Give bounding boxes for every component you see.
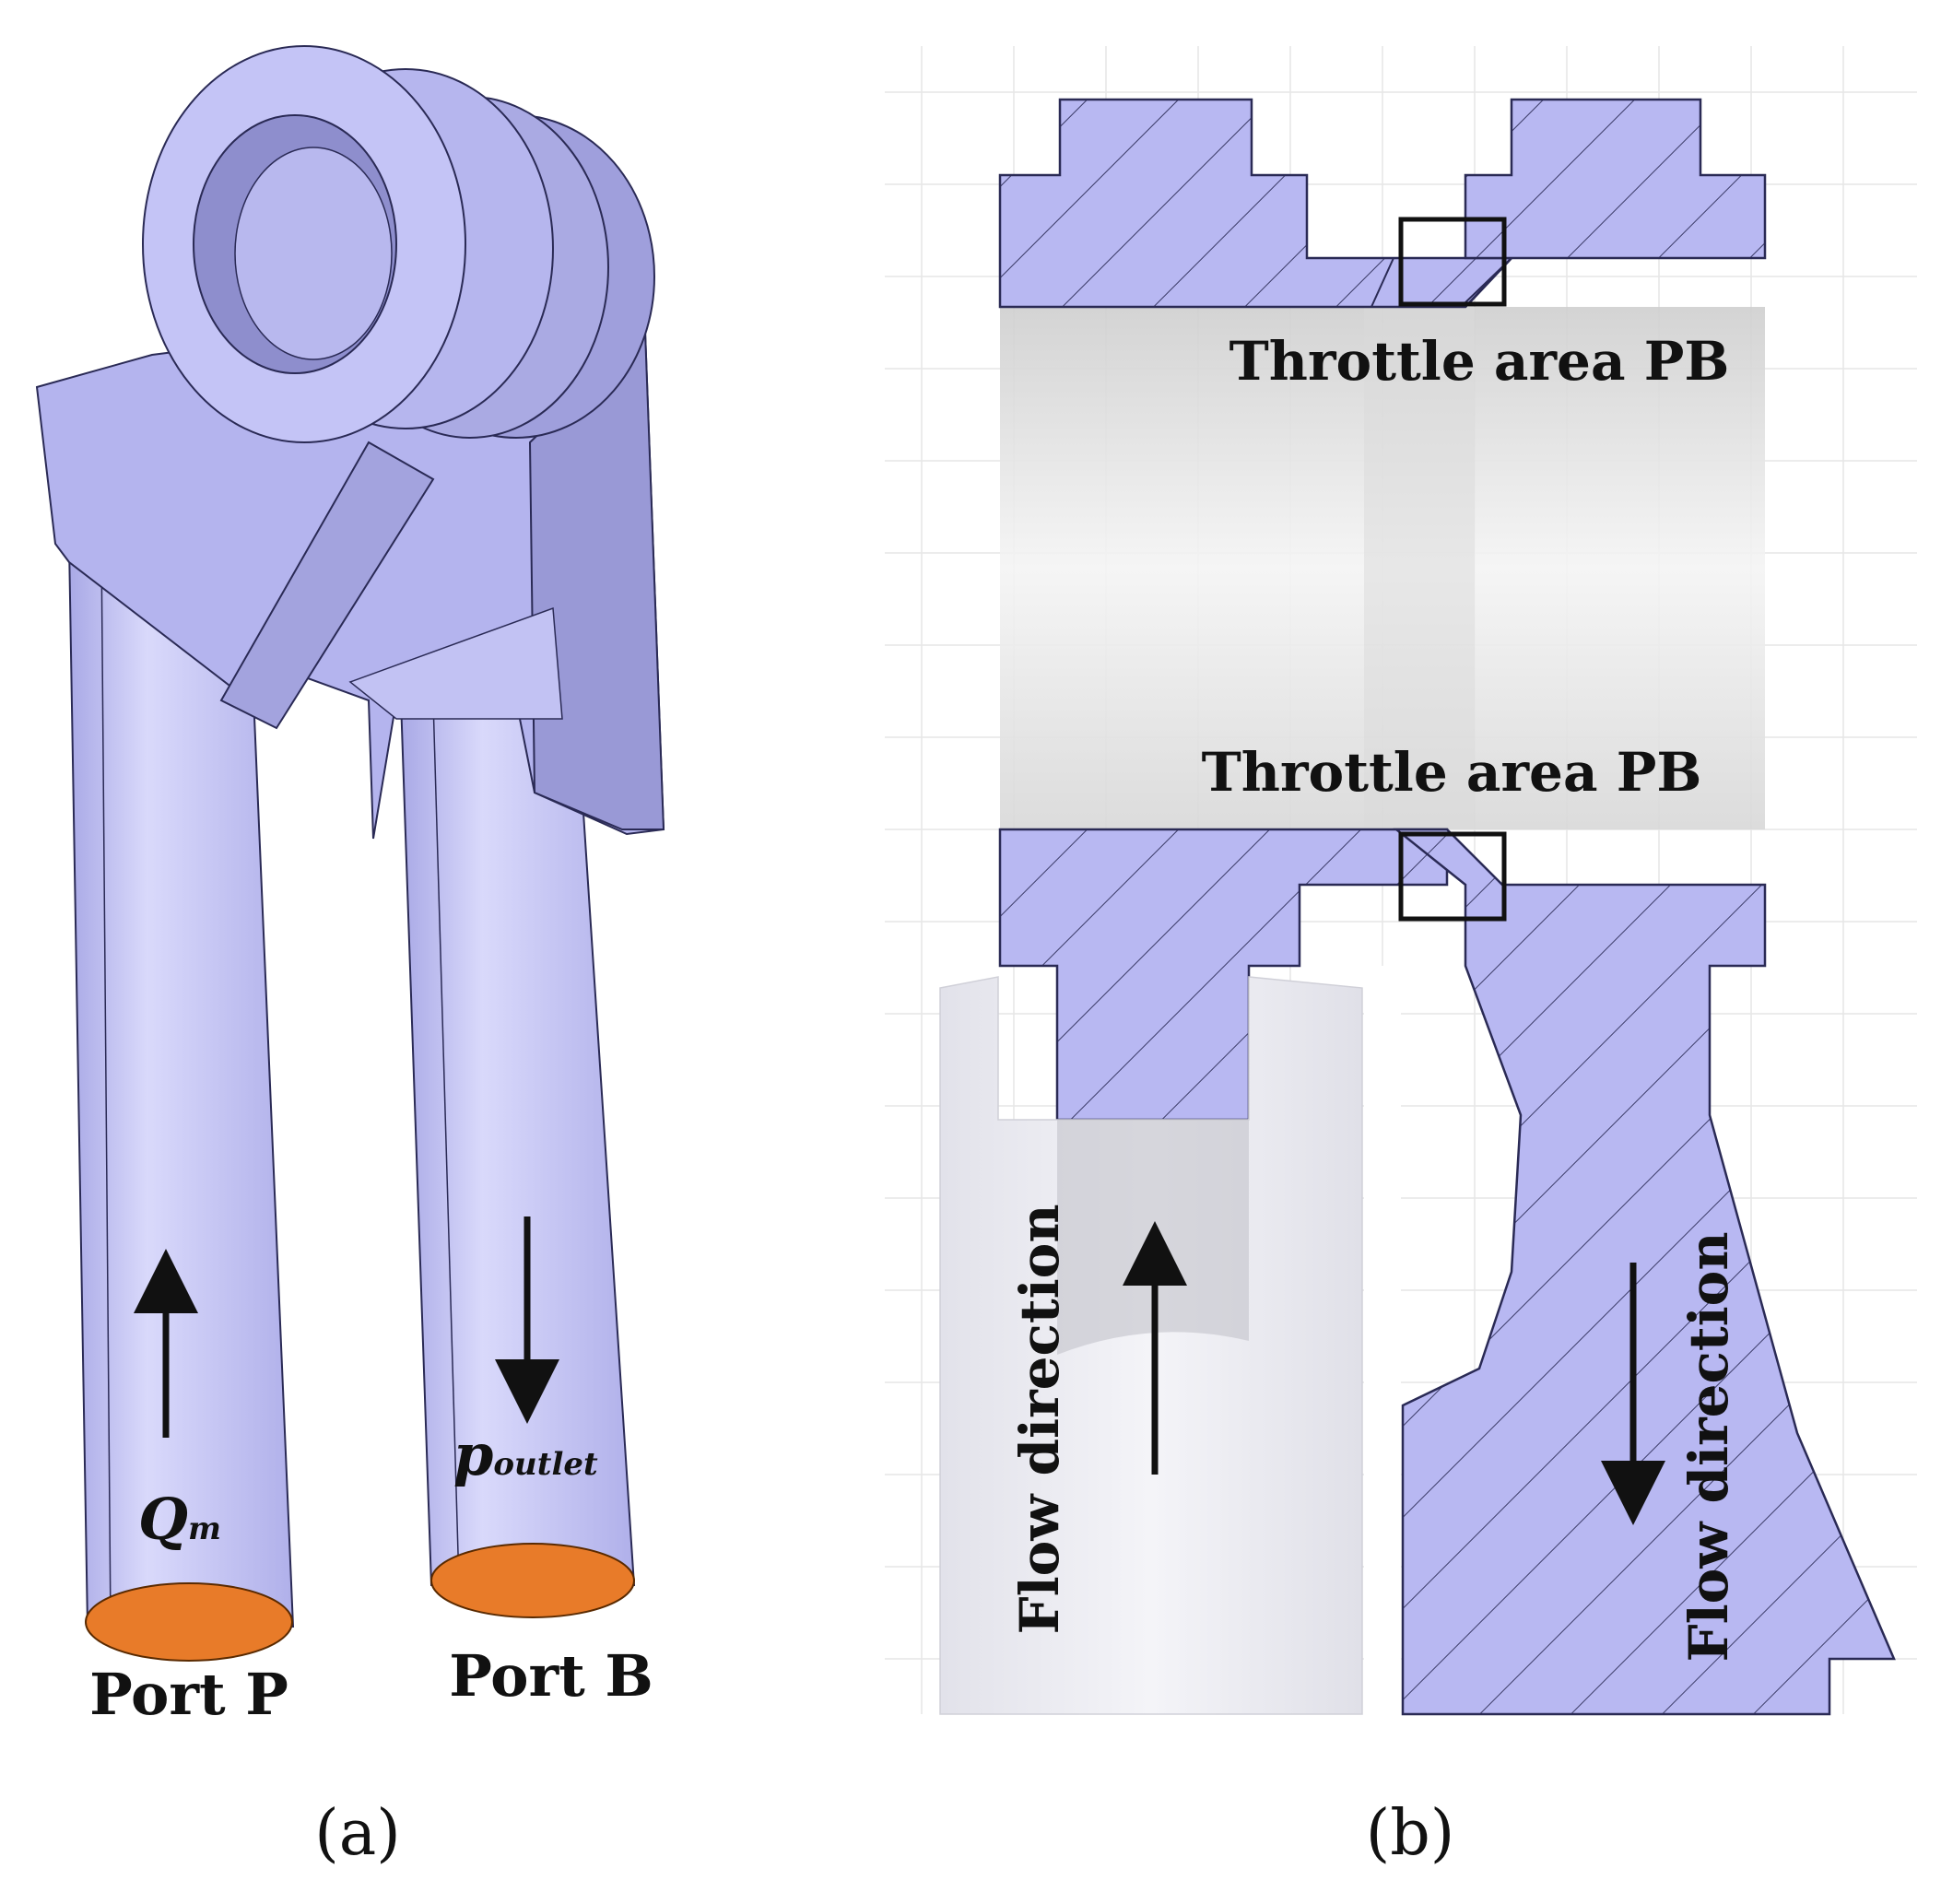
- port-p-label: Port P: [89, 1661, 288, 1728]
- top-section-right: [1464, 98, 1767, 308]
- panel-a-caption: (a): [314, 1797, 401, 1870]
- port-b-label: Port B: [449, 1642, 653, 1710]
- front-ring-bore-inner: [234, 147, 393, 360]
- throttle-top-label: Throttle area PB: [1229, 330, 1730, 393]
- inlet-pipe: [939, 976, 1363, 1715]
- top-throttle-slot: [1307, 257, 1512, 308]
- top-section: [998, 98, 1514, 309]
- panel-b-caption: (b): [1366, 1797, 1455, 1870]
- flow-right-label: Flow direction: [1677, 1231, 1740, 1662]
- bore-center-band: [1364, 307, 1475, 829]
- p-outlet-label: poutlet: [453, 1421, 598, 1488]
- panel-b-cross-section: Throttle area PB Throttle area PB Flow d…: [885, 46, 1917, 1870]
- throttle-box-bottom: [1398, 831, 1507, 922]
- arm-diagonal: [219, 441, 435, 730]
- flow-left-label: Flow direction: [1008, 1204, 1071, 1634]
- throttle-bottom-label: Throttle area PB: [1202, 741, 1702, 804]
- throttle-box-top: [1398, 217, 1507, 307]
- outlet-gap: [1364, 966, 1401, 1714]
- panel-a-3d-model: Qm poutlet Port P Port B (a): [35, 45, 665, 1870]
- port-p-face: [85, 1582, 293, 1662]
- bottom-section-right: [1393, 828, 1896, 1716]
- lower-step: [348, 606, 563, 720]
- port-b-face: [430, 1543, 635, 1618]
- q-label: Qm: [138, 1486, 221, 1553]
